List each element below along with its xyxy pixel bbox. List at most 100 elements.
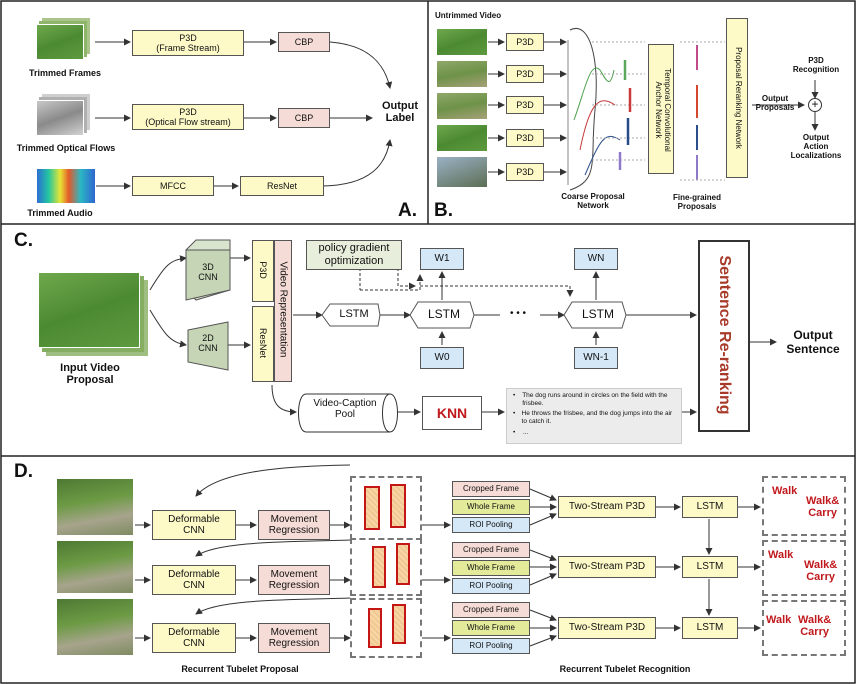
- resnet-column: [252, 306, 274, 382]
- tcan-label: Temporal Convolutional Anchor Network: [654, 68, 672, 152]
- untrimmed-video-label: Untrimmed Video: [435, 11, 502, 20]
- video-frame-3: [436, 92, 488, 120]
- temporal-conv-anchor-network: [648, 44, 674, 174]
- panel-b-letter: B.: [434, 200, 453, 221]
- roi-pooling-3: ROI Pooling: [452, 638, 530, 654]
- lstm-c1: LSTM: [339, 308, 369, 320]
- lstm-c3: LSTM: [581, 307, 614, 321]
- output-box-2: [762, 540, 846, 596]
- output-box-1: [762, 476, 846, 536]
- walk-carry-label-2: Walk& Carry: [804, 559, 838, 583]
- tubelet-recognition-caption: Recurrent Tubelet Recognition: [559, 664, 691, 674]
- whole-frame-1: Whole Frame: [452, 499, 530, 515]
- two-stream-p3d-1: Two-Stream P3D: [558, 496, 656, 518]
- p3d-column: [252, 240, 274, 302]
- p3d-frame-stream-box: P3D (Frame Stream): [132, 30, 244, 56]
- input-video-thumbnail: [38, 272, 140, 348]
- movement-regression-1: Movement Regression: [258, 510, 330, 540]
- video-representation-label: Video Representation: [277, 261, 289, 358]
- video-caption-pool-label: Video-Caption Pool: [313, 398, 377, 420]
- cropped-frame-3: Cropped Frame: [452, 602, 530, 618]
- caption-list-box: •The dog runs around in circles on the f…: [506, 388, 682, 444]
- knn-box: KNN: [422, 396, 482, 430]
- caption-1-text: The dog runs around in circles on the fi…: [522, 392, 668, 408]
- deformable-cnn-3: Deformable CNN: [152, 623, 236, 653]
- p3d-box-b5: P3D: [506, 163, 544, 181]
- whole-frame-3: Whole Frame: [452, 620, 530, 636]
- p3d-box-b1: P3D: [506, 33, 544, 51]
- p3d-column-label: P3D: [258, 261, 268, 279]
- two-stream-p3d-2: Two-Stream P3D: [558, 556, 656, 578]
- sentence-reranking-box: [698, 240, 750, 432]
- tubelet-rect-3b: [392, 604, 406, 644]
- w0-text: W0: [434, 352, 450, 364]
- video-frame-2: [436, 60, 488, 88]
- walk-label-1: Walk: [772, 485, 798, 497]
- caption-3: •...: [513, 428, 529, 436]
- wn1-box: WN-1: [574, 347, 618, 369]
- cbp-box-1: CBP: [278, 32, 330, 52]
- two-stream-p3d-3: Two-Stream P3D: [558, 617, 656, 639]
- panel-c-letter: C.: [14, 230, 33, 251]
- lstm-d1: LSTM: [682, 496, 738, 518]
- deformable-cnn-1: Deformable CNN: [152, 510, 236, 540]
- wn-box: WN: [574, 248, 618, 270]
- caption-1: •The dog runs around in circles on the f…: [513, 392, 677, 408]
- lstm-d2: LSTM: [682, 556, 738, 578]
- whole-frame-2: Whole Frame: [452, 560, 530, 576]
- deformable-cnn-2: Deformable CNN: [152, 565, 236, 595]
- walk-label-3: Walk: [766, 614, 792, 626]
- p3d-recognition-label: P3D Recognition: [792, 56, 840, 74]
- trimmed-frames-label: Trimmed Frames: [28, 68, 102, 78]
- cropped-frame-1: Cropped Frame: [452, 481, 530, 497]
- tubelet-rect-3a: [368, 608, 382, 648]
- mfcc-box: MFCC: [132, 176, 214, 196]
- wn1-text: WN-1: [583, 352, 609, 364]
- output-proposals-label: Output Proposals: [755, 94, 795, 112]
- lstm-d3: LSTM: [682, 617, 738, 639]
- walk-frame-1: [56, 478, 134, 536]
- video-frame-1: [436, 28, 488, 56]
- input-video-label: Input Video Proposal: [60, 362, 120, 386]
- tubelet-rect-2a: [372, 546, 386, 588]
- video-frame-5: [436, 156, 488, 188]
- movement-regression-3: Movement Regression: [258, 623, 330, 653]
- 2d-cnn-label: 2D CNN: [198, 333, 218, 353]
- flows-thumbnail: [36, 100, 84, 136]
- video-representation-box: [274, 240, 292, 382]
- audio-spectrogram: [36, 168, 96, 204]
- walk-label-2: Walk: [768, 549, 794, 561]
- resnet-box-a: ResNet: [240, 176, 324, 196]
- fine-grained-label: Fine-grained Proposals: [672, 193, 721, 211]
- walk-frame-2: [56, 540, 134, 594]
- p3d-box-b2: P3D: [506, 65, 544, 83]
- output-label-text: Output Label: [381, 100, 419, 124]
- sentence-reranking-label: Sentence Re-ranking: [716, 255, 733, 415]
- walk-carry-label-3: Walk& Carry: [798, 614, 832, 638]
- video-frame-4: [436, 124, 488, 152]
- trimmed-audio-label: Trimmed Audio: [27, 208, 93, 218]
- roi-pooling-1: ROI Pooling: [452, 517, 530, 533]
- resnet-column-label: ResNet: [258, 327, 268, 358]
- lstm-c2: LSTM: [427, 307, 460, 321]
- p3d-box-b3: P3D: [506, 96, 544, 114]
- caption-2: •He throws the frisbee, and the dog jump…: [513, 410, 677, 426]
- w0-box: W0: [420, 347, 464, 369]
- 3d-cnn-label: 3D CNN: [198, 262, 218, 282]
- p3d-box-b4: P3D: [506, 129, 544, 147]
- walk-carry-label-1: Walk& Carry: [806, 495, 840, 519]
- caption-3-text: ...: [523, 428, 529, 436]
- caption-2-text: He throws the frisbee, and the dog jumps…: [521, 410, 673, 426]
- movement-regression-2: Movement Regression: [258, 565, 330, 595]
- panel-d-letter: D.: [14, 461, 33, 482]
- cropped-frame-2: Cropped Frame: [452, 542, 530, 558]
- tubelet-proposal-caption: Recurrent Tubelet Proposal: [181, 664, 299, 674]
- p3d-flow-stream-box: P3D (Optical Flow stream): [132, 104, 244, 130]
- knn-text: KNN: [436, 404, 468, 421]
- tubelet-box-3: [350, 598, 422, 658]
- tubelet-rect-1b: [390, 484, 406, 528]
- coarse-proposal-label: Coarse Proposal Network: [561, 192, 625, 210]
- output-sentence-label: Output Sentence: [786, 328, 840, 356]
- walk-frame-3: [56, 598, 134, 656]
